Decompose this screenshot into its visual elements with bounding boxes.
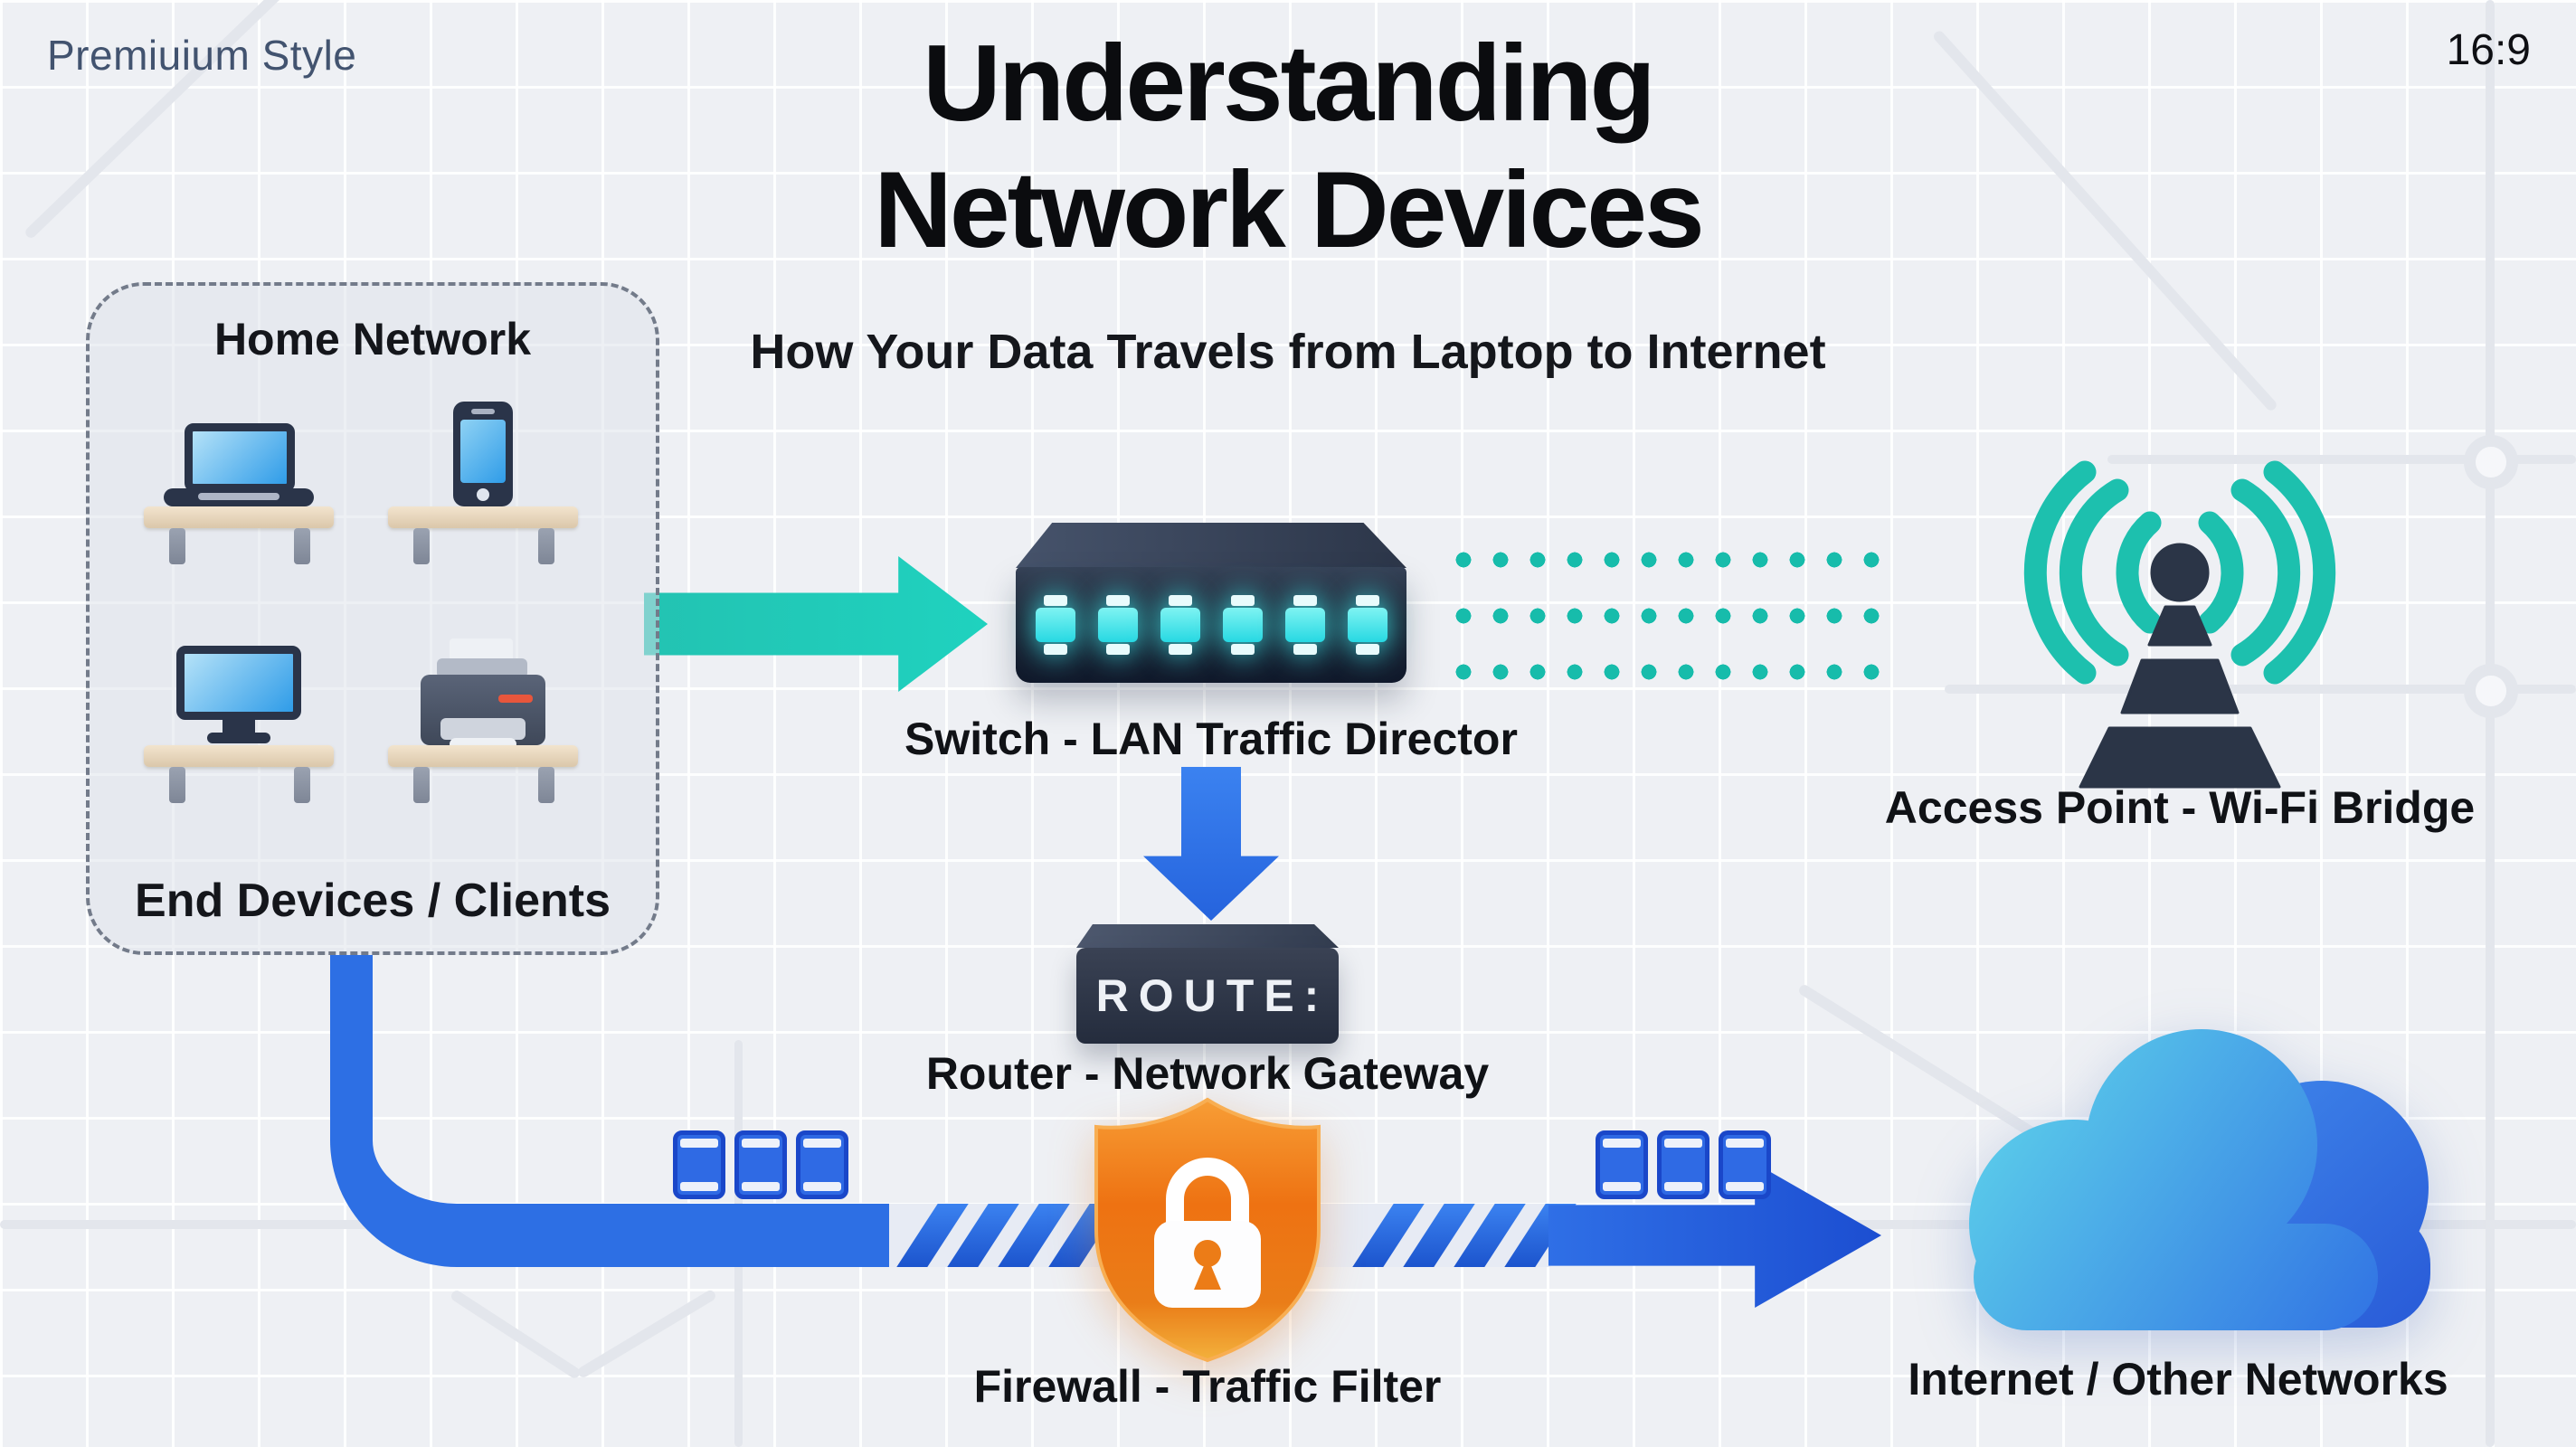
printer-accent-light — [498, 695, 533, 703]
monitor-stand — [207, 733, 270, 743]
monitor-screen — [176, 646, 301, 720]
antenna-cone-segment — [2120, 658, 2240, 714]
wifi-arc — [2023, 460, 2097, 685]
switch-to-router-arrow-icon — [1143, 767, 1279, 921]
wifi-dotted-link — [1454, 607, 1890, 625]
table-leg — [538, 528, 554, 564]
packet-group — [1596, 1130, 1771, 1199]
client-uplink-pipe-icon — [330, 955, 895, 1267]
decor-line — [575, 1288, 718, 1380]
table-leg — [413, 767, 430, 803]
router-label: Router - Network Gateway — [925, 1048, 1490, 1099]
phone-home-button — [477, 488, 489, 501]
table-leg — [169, 528, 185, 564]
switch-port — [1160, 595, 1200, 655]
access-point-label: Access Point - Wi-Fi Bridge — [1884, 782, 2476, 833]
phone-speaker — [471, 409, 495, 414]
circuit-ring — [2464, 435, 2518, 489]
data-packet-icon — [1719, 1130, 1771, 1199]
decor-line — [1945, 685, 2576, 694]
aspect-ratio-label: 16:9 — [2446, 26, 2531, 74]
data-packet-icon — [1596, 1130, 1648, 1199]
printer-tray — [437, 658, 527, 678]
wifi-arc — [2059, 478, 2129, 667]
decor-line — [449, 1288, 582, 1380]
switch-port — [1035, 595, 1075, 655]
router-top-face — [1076, 924, 1339, 948]
padlock-keyhole-stem — [1194, 1257, 1221, 1290]
brand-label: Premiuium Style — [47, 32, 357, 79]
home-network-box: Home Network — [86, 282, 659, 955]
table-leg — [538, 767, 554, 803]
desk-table — [144, 506, 334, 528]
data-packet-icon — [734, 1130, 787, 1199]
switch-port — [1347, 595, 1387, 655]
padlock-keyhole — [1194, 1240, 1221, 1267]
switch-label: Switch - LAN Traffic Director — [904, 714, 1518, 764]
packet-group — [673, 1130, 848, 1199]
data-packet-icon — [796, 1130, 848, 1199]
switch-device-icon — [1016, 567, 1406, 683]
internet-cloud-icon — [1969, 1029, 2430, 1330]
switch-port — [1284, 595, 1325, 655]
internet-label: Internet / Other Networks — [1908, 1354, 2448, 1404]
wifi-dotted-link — [1454, 551, 1890, 569]
antenna-ball — [2150, 543, 2210, 602]
home-network-title: Home Network — [213, 314, 532, 364]
access-point-icon — [2023, 460, 2336, 789]
switch-port — [1097, 595, 1138, 655]
table-leg — [294, 528, 310, 564]
desk-table — [144, 745, 334, 767]
antenna-cone-segment — [2079, 726, 2281, 789]
decor-line — [2107, 455, 2576, 464]
router-faceplate-text: ROUTE: — [1095, 970, 1330, 1021]
wifi-dotted-link — [1454, 663, 1890, 681]
desk-table — [388, 745, 578, 767]
table-leg — [413, 528, 430, 564]
wifi-arc — [2230, 478, 2301, 667]
firewall-label: Firewall - Traffic Filter — [973, 1361, 1442, 1412]
wifi-arc — [2198, 511, 2244, 634]
circuit-ring — [2464, 664, 2518, 718]
printer-output-slot — [440, 718, 526, 740]
wifi-arc — [2116, 511, 2162, 634]
padlock-shackle — [1166, 1158, 1249, 1235]
antenna-cone-segment — [2147, 605, 2212, 647]
table-leg — [294, 767, 310, 803]
page-subtitle: How Your Data Travels from Laptop to Int… — [750, 325, 1826, 379]
lan-arrow-icon — [644, 556, 988, 692]
end-devices-caption: End Devices / Clients — [135, 875, 611, 927]
laptop-keyboard — [198, 493, 279, 500]
decor-line — [2486, 0, 2495, 1447]
page-title-line2: Network Devices — [874, 149, 1704, 271]
desk-table — [388, 506, 578, 528]
table-leg — [169, 767, 185, 803]
cloud-front-lobe — [1969, 1029, 2378, 1330]
data-packet-icon — [673, 1130, 725, 1199]
wifi-arc — [2263, 460, 2336, 685]
firewall-shield-icon — [1094, 1097, 1321, 1363]
switch-top-face — [1016, 523, 1406, 568]
monitor-neck — [223, 720, 255, 734]
phone-screen — [460, 420, 506, 483]
laptop-screen — [185, 423, 295, 492]
router-device-icon: ROUTE: — [1076, 948, 1339, 1044]
switch-port — [1222, 595, 1263, 655]
page-title: Understanding Network Devices — [0, 20, 2576, 274]
page-title-line1: Understanding — [923, 23, 1656, 144]
data-packet-icon — [1657, 1130, 1709, 1199]
